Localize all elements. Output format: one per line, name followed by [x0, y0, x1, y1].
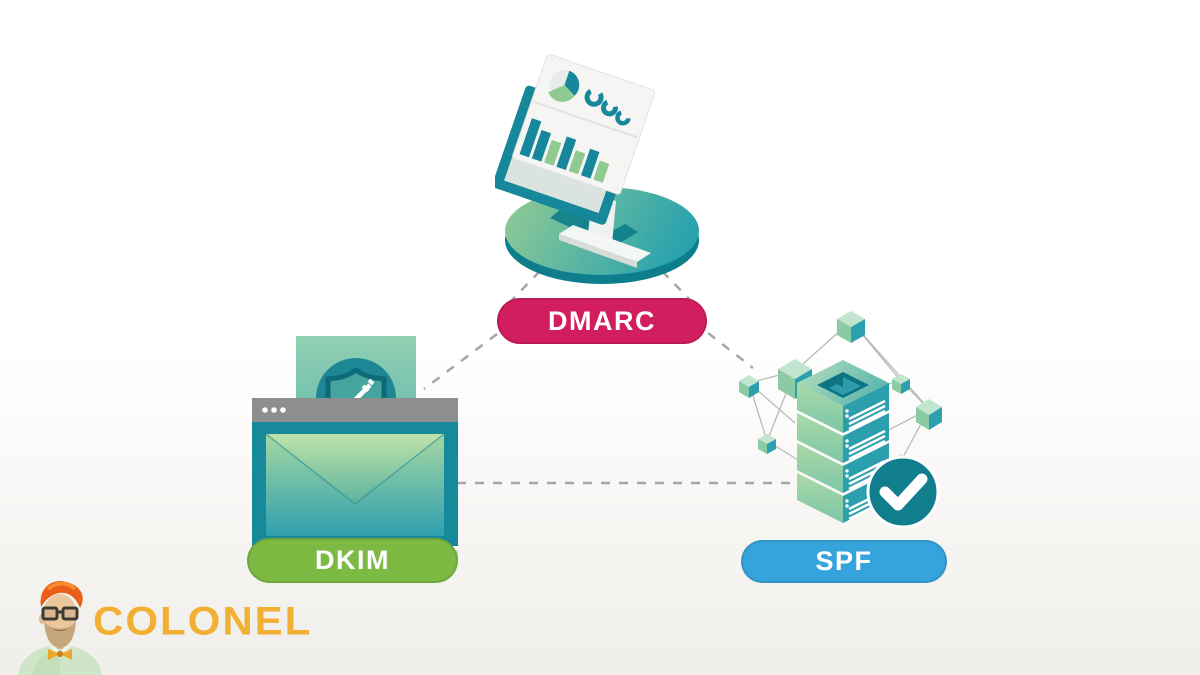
dkim-label-pill: DKIM	[247, 538, 458, 583]
server-network-check-icon	[739, 311, 942, 529]
edge-monitor-dmarc-left	[510, 270, 541, 302]
dmarc-label: DMARC	[548, 305, 656, 336]
check-icon	[866, 455, 940, 529]
analytics-monitor-icon	[495, 54, 699, 284]
colonel-mascot-icon	[18, 581, 102, 675]
browser-dots-icon	[262, 407, 286, 413]
spf-label-pill: SPF	[741, 540, 947, 583]
envelope-flap	[266, 434, 444, 504]
colonel-wordmark: COLONEL	[93, 598, 313, 643]
glasses-icon	[41, 606, 79, 621]
browser-titlebar	[252, 398, 458, 422]
edge-dmarc-dkim	[423, 333, 498, 390]
dmarc-label-pill: DMARC	[497, 298, 707, 344]
edge-monitor-dmarc-right	[661, 270, 692, 302]
email-shield-key-icon	[252, 336, 458, 560]
spf-label: SPF	[815, 546, 873, 576]
dkim-label: DKIM	[315, 545, 390, 575]
